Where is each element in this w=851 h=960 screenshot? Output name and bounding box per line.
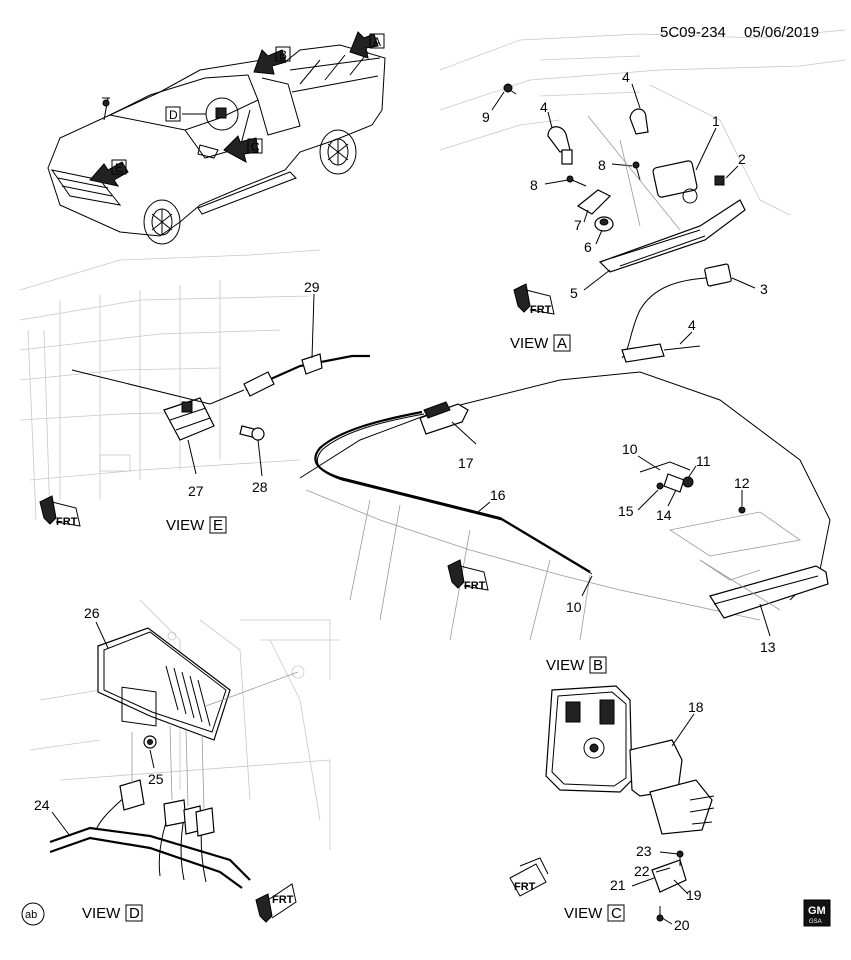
- frt-label: FRT: [514, 881, 536, 893]
- callout-8: 8: [530, 177, 538, 193]
- frt-label: FRT: [530, 304, 552, 316]
- logo-top: GM: [808, 905, 826, 917]
- view-prefix: VIEW: [166, 517, 205, 534]
- callout-29: 29: [304, 279, 320, 295]
- callout-2: 2: [738, 151, 746, 167]
- gm-logo: GM GSA: [803, 899, 831, 927]
- view-letter: C: [611, 905, 622, 922]
- view-b-group: [299, 371, 831, 641]
- view-letter: D: [129, 905, 140, 922]
- truck-letter-c: C: [251, 140, 260, 154]
- view-c-group: [545, 685, 715, 925]
- callout-5: 5: [570, 285, 578, 301]
- callout-7: 7: [574, 217, 582, 233]
- view-prefix: VIEW: [564, 905, 603, 922]
- callout-20: 20: [674, 917, 690, 933]
- callout-27: 27: [188, 483, 204, 499]
- view-letter: E: [213, 517, 223, 534]
- callout-23: 23: [636, 843, 652, 859]
- callout-4: 4: [688, 317, 696, 333]
- callout-25: 25: [148, 771, 164, 787]
- frt-marker-view-d: FRT: [255, 883, 297, 923]
- truck-letter-e: E: [115, 161, 123, 175]
- callout-8: 8: [598, 157, 606, 173]
- truck-overview: D E C B A: [47, 31, 386, 245]
- view-label-a: VIEW A: [510, 334, 571, 352]
- view-letter: A: [557, 335, 567, 352]
- callout-10: 10: [622, 441, 638, 457]
- callout-4: 4: [540, 99, 548, 115]
- callout-15: 15: [618, 503, 634, 519]
- view-label-d: VIEW D: [82, 904, 143, 922]
- view-letter: B: [593, 657, 603, 674]
- callout-17: 17: [458, 455, 474, 471]
- callout-6: 6: [584, 239, 592, 255]
- frt-marker-view-c: FRT: [509, 857, 549, 897]
- callout-22: 22: [634, 863, 650, 879]
- callout-10: 10: [566, 599, 582, 615]
- truck-letter-b: B: [279, 48, 287, 62]
- callout-26: 26: [84, 605, 100, 621]
- view-label-c: VIEW C: [564, 904, 625, 922]
- truck-letter-d: D: [169, 108, 178, 122]
- diagram-date: 05/06/2019: [744, 24, 819, 41]
- front-wheel-icon: [143, 199, 181, 245]
- ab-mark: ab: [21, 902, 45, 926]
- frt-label: FRT: [464, 580, 486, 592]
- frt-label: FRT: [56, 516, 78, 528]
- truck-letter-a: A: [373, 35, 381, 49]
- callout-1: 1: [712, 113, 720, 129]
- callout-3: 3: [760, 281, 768, 297]
- view-prefix: VIEW: [546, 657, 585, 674]
- callouts: 1 2 3 4 4 4 5 6 7 8 8 9 10 10 11 12 13 1…: [34, 69, 776, 933]
- view-d-group: [29, 599, 340, 889]
- callout-13: 13: [760, 639, 776, 655]
- callout-12: 12: [734, 475, 750, 491]
- callout-18: 18: [688, 699, 704, 715]
- view-label-b: VIEW B: [546, 656, 607, 674]
- callout-16: 16: [490, 487, 506, 503]
- view-prefix: VIEW: [510, 335, 549, 352]
- ab-mark-text: ab: [25, 909, 37, 921]
- callout-19: 19: [686, 887, 702, 903]
- diagram-code: 5C09-234: [660, 24, 726, 41]
- view-prefix: VIEW: [82, 905, 121, 922]
- frt-marker-view-b: FRT: [447, 559, 489, 592]
- view-label-e: VIEW E: [166, 516, 227, 534]
- frt-marker-view-e: FRT: [39, 495, 81, 528]
- frt-marker-view-a: FRT: [513, 283, 555, 316]
- callout-28: 28: [252, 479, 268, 495]
- callout-14: 14: [656, 507, 672, 523]
- frt-label: FRT: [272, 894, 294, 906]
- callout-11: 11: [696, 453, 711, 469]
- callout-9: 9: [482, 109, 490, 125]
- callout-24: 24: [34, 797, 50, 813]
- rear-wheel-icon: [319, 129, 357, 175]
- callout-4: 4: [622, 69, 630, 85]
- view-a-group: [439, 29, 846, 363]
- view-e-group: [19, 249, 370, 521]
- logo-bottom: GSA: [809, 919, 822, 925]
- callout-21: 21: [610, 877, 626, 893]
